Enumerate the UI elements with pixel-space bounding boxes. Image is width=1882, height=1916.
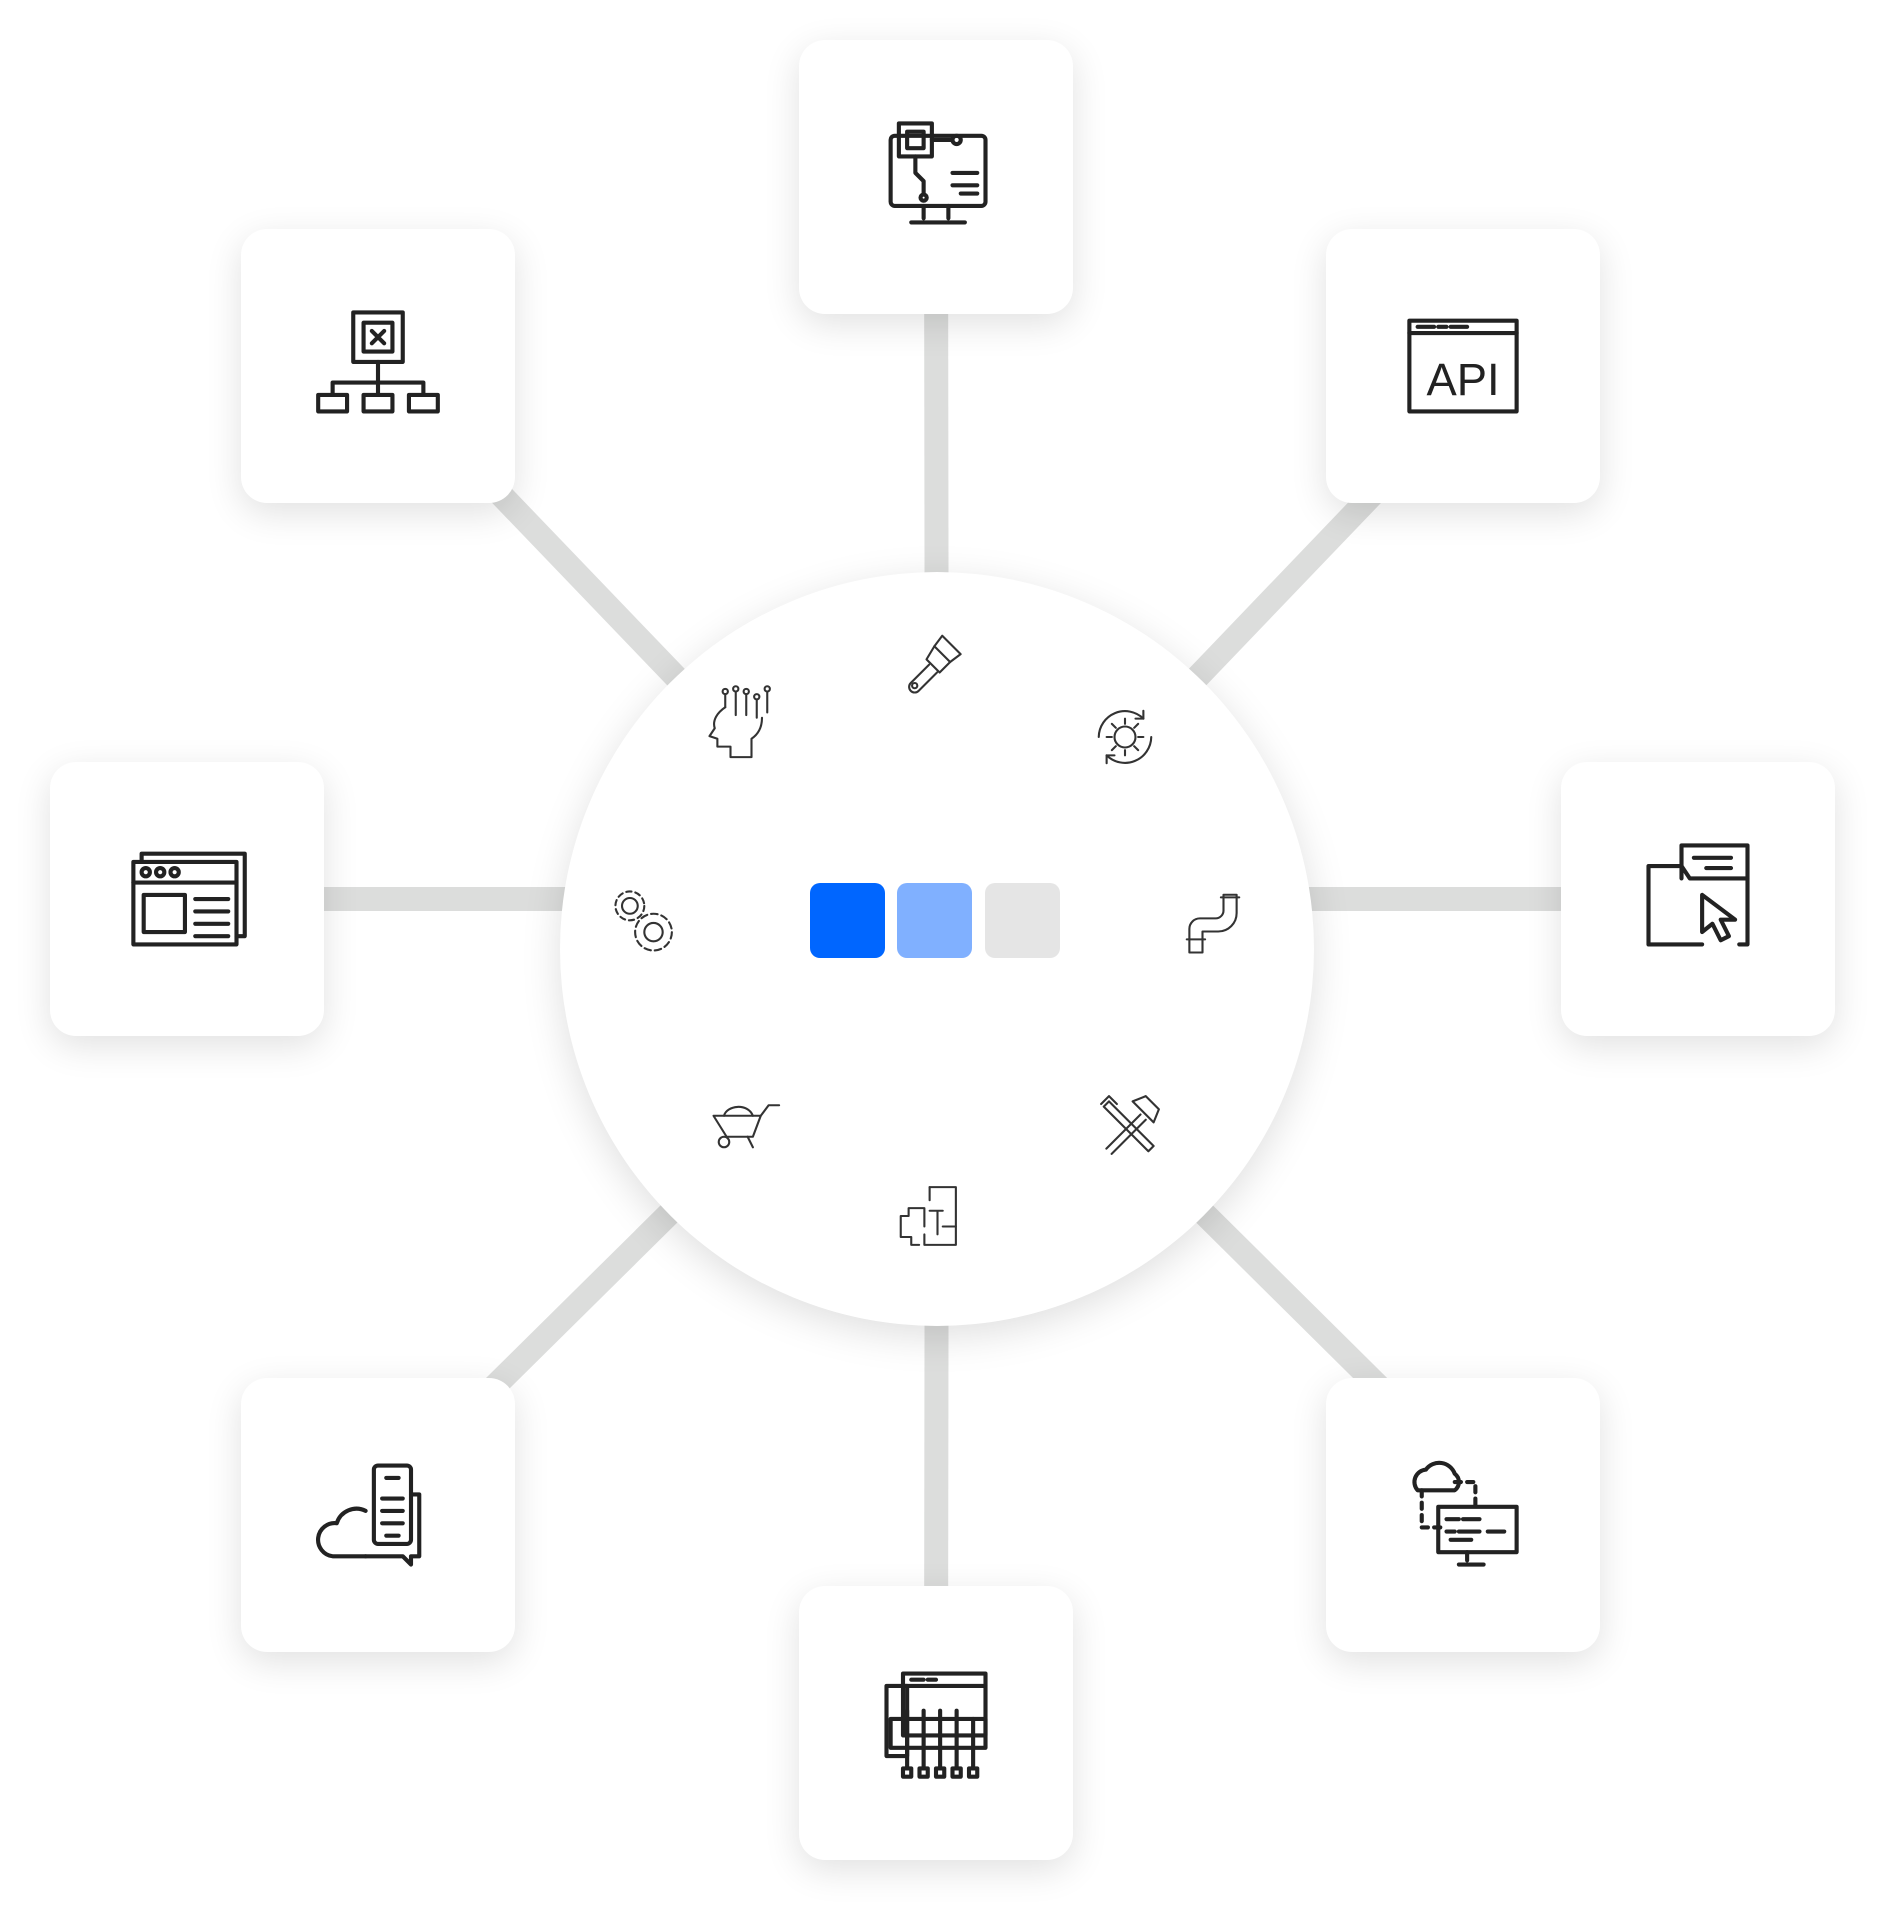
card-top-right[interactable]: API <box>1326 229 1600 503</box>
gears-icon <box>614 890 673 952</box>
swatch-primary <box>810 883 885 958</box>
network-hierarchy-icon <box>316 310 440 414</box>
server-grid-icon <box>884 1671 988 1779</box>
card-bottom-left[interactable] <box>241 1378 515 1652</box>
gear-cycle-icon <box>1097 709 1153 765</box>
card-bottom-right[interactable] <box>1326 1378 1600 1652</box>
ai-head-icon <box>708 685 771 759</box>
browser-window-icon <box>131 851 247 947</box>
hammer-wrench-icon <box>1100 1095 1160 1155</box>
card-bottom[interactable] <box>799 1586 1073 1860</box>
card-left[interactable] <box>50 762 324 1036</box>
cloud-mobile-icon <box>316 1463 422 1567</box>
api-label: API <box>1426 354 1499 405</box>
card-top-left[interactable] <box>241 229 515 503</box>
card-top[interactable] <box>799 40 1073 314</box>
folder-cursor-icon <box>1646 843 1750 947</box>
paint-brush-icon <box>908 634 962 694</box>
wheelbarrow-icon <box>712 1104 781 1149</box>
floor-plan-icon <box>899 1186 957 1246</box>
swatch-neutral <box>985 883 1060 958</box>
cloud-monitor-icon <box>1412 1460 1519 1567</box>
card-right[interactable] <box>1561 762 1835 1036</box>
pipe-icon <box>1185 893 1241 954</box>
swatch-secondary <box>897 883 972 958</box>
monitor-circuit-icon <box>888 121 988 225</box>
api-window-icon: API <box>1407 318 1519 414</box>
